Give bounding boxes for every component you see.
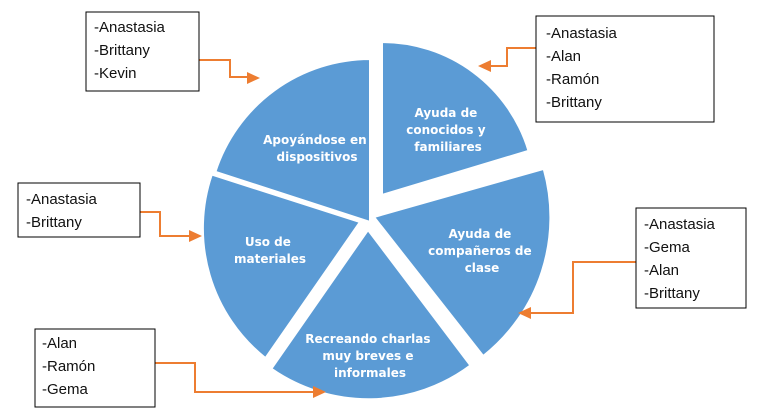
names-list: -Alan -Ramón -Gema xyxy=(42,335,100,398)
segment-label-recreando-charlas: Recreando charlas muy breves e informale… xyxy=(305,332,434,380)
segment-recreando-charlas xyxy=(270,228,472,401)
names-box-uso-materiales: -Anastasia -Brittany xyxy=(17,182,141,238)
arrowhead-ayuda-companeros xyxy=(518,307,531,319)
connector-ayuda-companeros xyxy=(530,261,636,314)
segment-label-uso-materiales: Uso de materiales xyxy=(234,235,306,266)
segment-ayuda-companeros xyxy=(372,167,552,358)
segment-label-ayuda-companeros: Ayuda de compañeros de clase xyxy=(428,227,536,275)
connector-recreando-charlas xyxy=(155,362,314,393)
connector-ayuda-conocidos xyxy=(490,47,536,67)
arrowhead-recreando-charlas xyxy=(313,386,326,398)
segment-label-ayuda-conocidos: Ayuda de conocidos y familiares xyxy=(406,106,490,154)
pie xyxy=(201,40,552,401)
names-list: -Anastasia -Alan -Ramón -Brittany xyxy=(546,25,621,111)
arrowhead-ayuda-conocidos xyxy=(478,60,491,72)
names-list: -Anastasia -Gema -Alan -Brittany xyxy=(644,216,719,302)
connectors xyxy=(140,47,636,398)
names-box-recreando-charlas: -Alan -Ramón -Gema xyxy=(34,328,156,408)
segment-uso-materiales xyxy=(201,173,362,360)
segment-apoyandose-dispositivos xyxy=(214,57,371,224)
segment-labels: Ayuda de conocidos y familiares Ayuda de… xyxy=(234,106,536,380)
arrowhead-apoyandose-dispositivos xyxy=(247,72,260,84)
arrowhead-uso-materiales xyxy=(189,230,202,242)
name-boxes: -Anastasia -Alan -Ramón -Brittany -Anast… xyxy=(17,11,747,408)
names-box-ayuda-conocidos: -Anastasia -Alan -Ramón -Brittany xyxy=(535,15,715,123)
names-box-ayuda-companeros: -Anastasia -Gema -Alan -Brittany xyxy=(635,207,747,309)
segment-label-apoyandose-dispositivos: Apoyándose en dispositivos xyxy=(263,133,371,164)
connector-apoyandose-dispositivos xyxy=(199,59,248,78)
segment-ayuda-conocidos xyxy=(381,40,530,197)
names-list: -Anastasia -Brittany -Kevin xyxy=(94,19,169,82)
connector-uso-materiales xyxy=(140,211,190,237)
names-list: -Anastasia -Brittany xyxy=(26,191,101,231)
names-box-apoyandose-dispositivos: -Anastasia -Brittany -Kevin xyxy=(85,11,200,92)
